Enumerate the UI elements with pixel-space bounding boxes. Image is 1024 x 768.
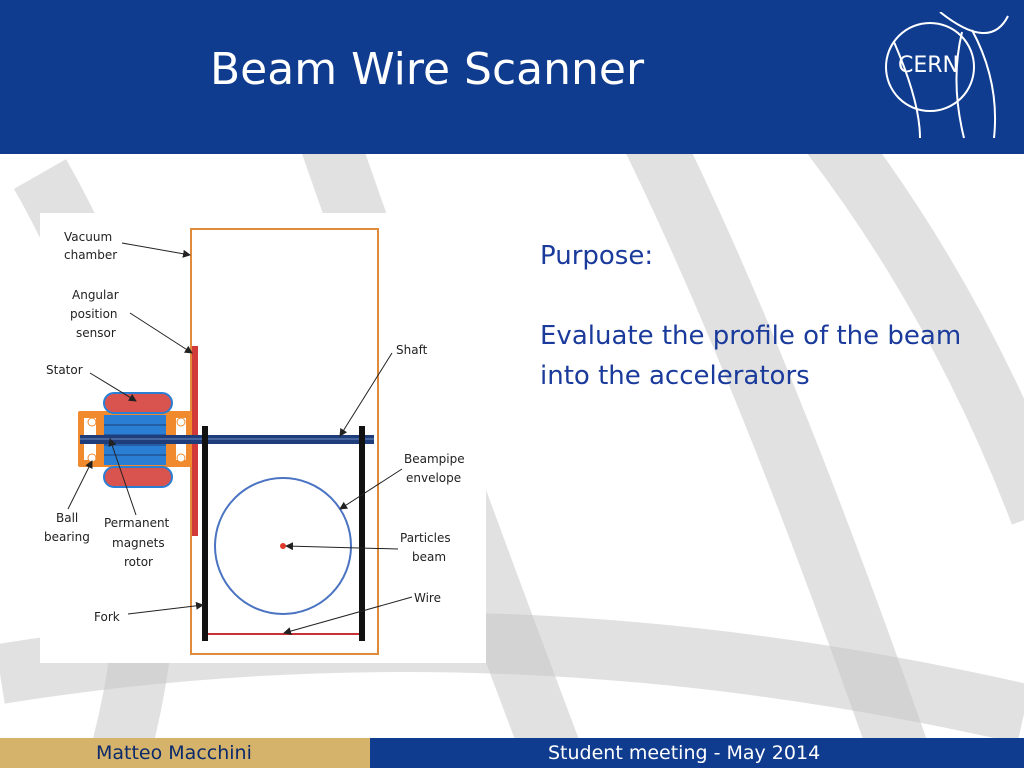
cern-logo: CERN — [885, 12, 1009, 139]
stator-coil-bottom — [103, 466, 173, 488]
label-ball-line1: Ball — [56, 511, 78, 525]
label-particles-line1: Particles — [400, 531, 451, 545]
footer-event: Student meeting - May 2014 — [548, 742, 821, 764]
arrow-stator — [89, 372, 137, 402]
stator-coil-top — [103, 392, 173, 414]
footer-left-bar — [0, 738, 370, 768]
arrow-vacuum-chamber — [121, 242, 191, 258]
fork-left-arm — [202, 426, 208, 641]
label-wire: Wire — [414, 591, 441, 605]
label-permanent-line1: Permanent — [104, 516, 170, 530]
label-vacuum-chamber-line1: Vacuum — [64, 230, 112, 244]
label-beampipe-line2: envelope — [406, 471, 461, 485]
arrow-particles-beam — [285, 542, 399, 551]
arrow-wire — [283, 596, 413, 635]
arrow-fork — [127, 601, 204, 615]
arrow-shaft — [339, 352, 393, 437]
purpose-text-block: Purpose: Evaluate the profile of the bea… — [540, 236, 1010, 396]
slide-title: Beam Wire Scanner — [210, 44, 645, 95]
wire-scanner-diagram: Vacuum chamber Angular position sensor S… — [44, 228, 465, 655]
arrow-angular-sensor — [129, 312, 193, 354]
label-angular-line3: sensor — [76, 326, 116, 340]
footer-right-bar — [370, 738, 1024, 768]
footer-author: Matteo Macchini — [96, 742, 252, 764]
label-fork: Fork — [94, 610, 120, 624]
beampipe-envelope — [214, 477, 352, 615]
label-permanent-line3: rotor — [124, 555, 153, 569]
purpose-heading: Purpose: — [540, 241, 654, 271]
header-bar — [0, 0, 1024, 154]
label-particles-line2: beam — [412, 550, 446, 564]
label-beampipe-line1: Beampipe — [404, 452, 465, 466]
arrow-permanent-magnets — [108, 438, 137, 516]
arrow-ball-bearing — [67, 460, 93, 510]
fork-right-arm — [359, 426, 365, 641]
arrow-beampipe — [339, 468, 403, 510]
label-permanent-line2: magnets — [112, 536, 165, 550]
label-vacuum-chamber-line2: chamber — [64, 248, 117, 262]
particle-beam-dot — [280, 543, 286, 549]
label-shaft: Shaft — [396, 343, 428, 357]
logo-lettering: CERN — [898, 53, 959, 78]
label-stator: Stator — [46, 363, 83, 377]
label-angular-line1: Angular — [72, 288, 119, 302]
label-ball-line2: bearing — [44, 530, 90, 544]
purpose-body: Evaluate the profile of the beam into th… — [540, 321, 962, 391]
label-angular-line2: position — [70, 307, 118, 321]
diagram-panel: Vacuum chamber Angular position sensor S… — [40, 213, 486, 663]
